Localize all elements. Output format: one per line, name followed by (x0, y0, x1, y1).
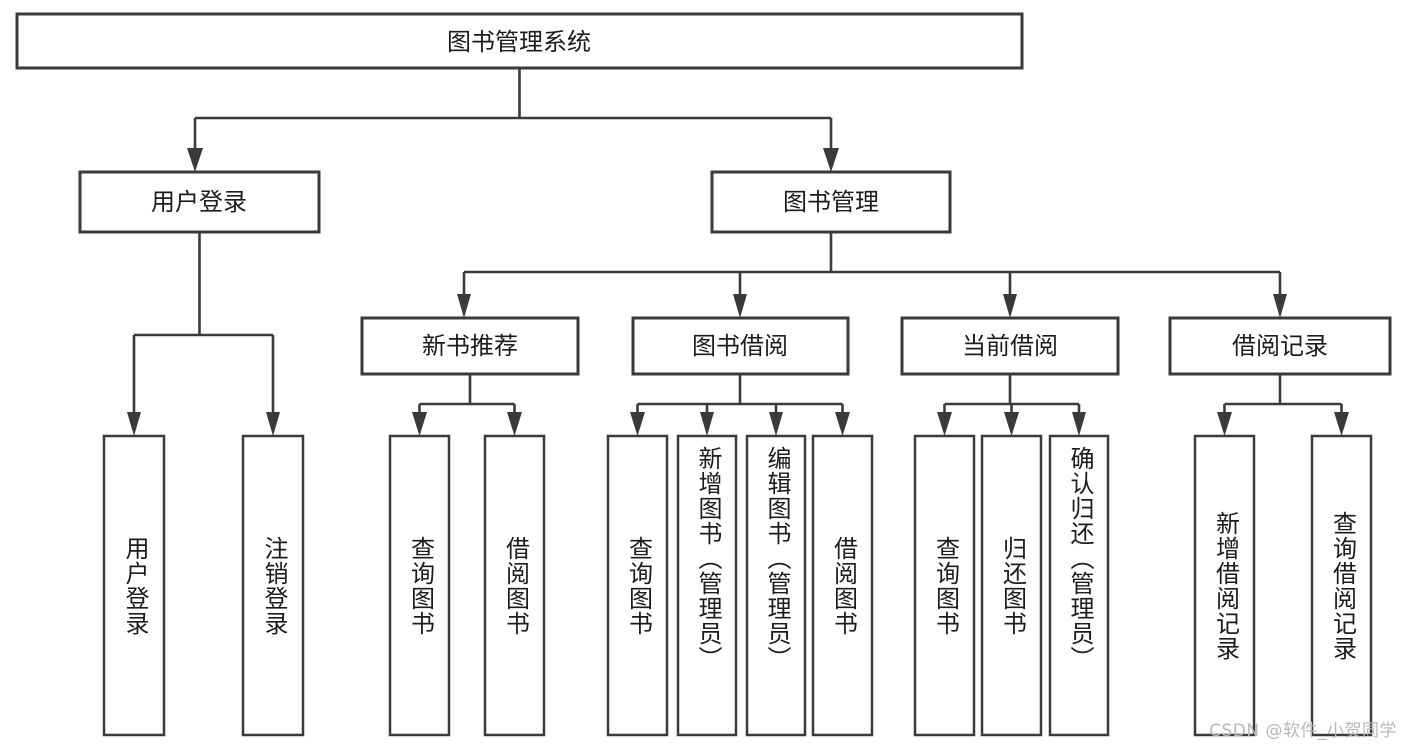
leaf-box-query-book-rec[interactable] (388, 434, 451, 737)
connector-root-to-level2 (187, 68, 839, 172)
node-book-borrow[interactable]: 图书借阅 (631, 316, 850, 376)
node-current-borrow[interactable]: 当前借阅 (900, 316, 1120, 376)
leaf-box-borrow-book[interactable] (811, 434, 874, 737)
leaf-box-query-book-borrow[interactable] (606, 434, 669, 737)
leaf-box-add-record[interactable] (1193, 434, 1256, 737)
node-current-borrow-label: 当前借阅 (962, 332, 1058, 360)
node-book-borrow-label: 图书借阅 (692, 332, 788, 360)
connector-currentborrow-to-leaves (937, 374, 1086, 436)
leaf-box-add-book[interactable] (676, 434, 738, 737)
leaf-box-query-record[interactable] (1310, 434, 1373, 737)
connector-userlogin-to-leaves (127, 232, 280, 436)
node-borrow-record-label: 借阅记录 (1232, 332, 1328, 360)
node-borrow-record[interactable]: 借阅记录 (1168, 316, 1392, 376)
leaf-box-borrow-book-rec[interactable] (483, 434, 546, 737)
watermark: CSDN @软件_小贺同学 (1209, 721, 1397, 741)
connector-borrowrecord-to-leaves (1217, 374, 1349, 436)
node-root[interactable]: 图书管理系统 (15, 12, 1024, 70)
connector-bookborrow-to-leaves (630, 374, 850, 436)
node-root-label: 图书管理系统 (447, 28, 591, 56)
node-new-book-recommend[interactable]: 新书推荐 (360, 316, 580, 376)
leaf-box-return-book[interactable] (980, 434, 1043, 737)
connector-newbook-to-leaves (412, 374, 522, 436)
connector-bookmanage-to-level3 (457, 232, 1287, 318)
leaf-box-logout[interactable] (241, 434, 305, 737)
leaf-box-user-login[interactable] (102, 434, 166, 737)
node-new-book-recommend-label: 新书推荐 (422, 332, 518, 360)
leaf-box-confirm-return[interactable] (1048, 434, 1110, 737)
leaf-box-edit-book[interactable] (745, 434, 807, 737)
node-user-login-label: 用户登录 (151, 188, 247, 216)
node-book-manage-label: 图书管理 (783, 188, 879, 216)
leaf-box-query-book-current[interactable] (913, 434, 976, 737)
leaf-boxes (102, 434, 1373, 737)
node-book-manage[interactable]: 图书管理 (710, 170, 952, 234)
node-user-login[interactable]: 用户登录 (78, 170, 321, 234)
